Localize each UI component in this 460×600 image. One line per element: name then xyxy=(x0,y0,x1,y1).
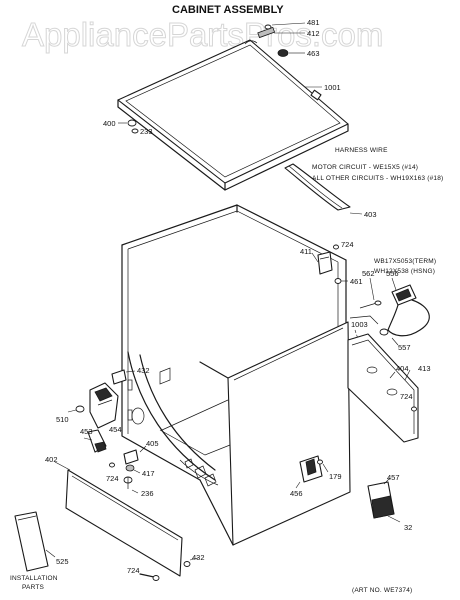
housing-part-number: WH12X538 (HSNG) xyxy=(374,268,435,275)
label-457: 457 xyxy=(387,473,400,482)
label-456: 456 xyxy=(290,489,303,498)
bracket-411 xyxy=(311,244,339,275)
label-481: 481 xyxy=(307,18,320,27)
screw-icon xyxy=(411,406,417,412)
screw-icon xyxy=(317,459,323,465)
label-402: 402 xyxy=(45,455,58,464)
bracket-456 xyxy=(295,455,323,489)
watermark-text: AppliancePartsPros.com xyxy=(22,16,383,53)
art-number: (ART NO. WE7374) xyxy=(352,587,412,594)
label-404: 404 xyxy=(396,364,409,373)
screw-icon xyxy=(131,128,139,134)
label-405: 405 xyxy=(146,439,159,448)
label-400: 400 xyxy=(103,119,116,128)
screw-724-bottom xyxy=(139,573,160,581)
label-1001: 1001 xyxy=(324,83,341,92)
label-556: 556 xyxy=(386,269,399,278)
label-454: 454 xyxy=(109,425,122,434)
installation-label-line2: PARTS xyxy=(22,584,45,591)
label-461: 461 xyxy=(350,277,363,286)
screw-icon xyxy=(334,278,342,284)
top-lid-part xyxy=(117,39,349,191)
harness-other-circuits: ALL OTHER CIRCUITS - WH19X163 (#18) xyxy=(312,175,443,182)
label-557: 557 xyxy=(398,343,411,352)
label-510: 510 xyxy=(56,415,69,424)
label-417: 417 xyxy=(142,469,155,478)
terminal-part-number: WB17X5053(TERM) xyxy=(374,258,436,265)
terminal-icon xyxy=(374,300,382,306)
label-724-d: 724 xyxy=(127,566,140,575)
lid-hinge-hardware xyxy=(257,22,306,57)
wire-harness-connector xyxy=(349,277,430,346)
screw-icon xyxy=(333,244,339,250)
plug-icon xyxy=(379,328,389,336)
installation-parts-bag xyxy=(14,511,56,572)
front-panel-strip-403 xyxy=(284,163,363,215)
label-1003: 1003 xyxy=(351,320,368,329)
hinge-bracket-part xyxy=(257,26,276,39)
label-179: 179 xyxy=(329,472,342,481)
label-32: 32 xyxy=(404,523,412,532)
harness-heading: HARNESS WIRE xyxy=(335,147,388,154)
screw-icon xyxy=(183,561,191,567)
label-562: 562 xyxy=(362,269,375,278)
label-525: 525 xyxy=(56,557,69,566)
label-412-top: 412 xyxy=(307,29,320,38)
switch-housing-454 xyxy=(67,382,119,429)
knob-453 xyxy=(83,429,107,453)
label-236: 236 xyxy=(141,489,154,498)
label-724-b: 724 xyxy=(400,392,413,401)
label-233: 233 xyxy=(140,127,153,136)
screw-icon xyxy=(264,24,272,30)
label-453: 453 xyxy=(80,427,93,436)
label-724-a: 724 xyxy=(341,240,354,249)
toe-kick-panel-402 xyxy=(54,461,199,577)
label-432-b: 432 xyxy=(192,553,205,562)
cabinet-body-part xyxy=(121,204,351,546)
clip-432 xyxy=(111,369,136,385)
lid-fastener-400 xyxy=(118,119,139,134)
diagram-title: CABINET ASSEMBLY xyxy=(172,4,284,16)
harness-motor-circuit: MOTOR CIRCUIT - WE15X5 (#14) xyxy=(312,164,418,171)
door-latch-405 xyxy=(123,445,147,494)
clip-icon xyxy=(127,119,137,127)
nut-icon xyxy=(277,49,289,57)
block-457 xyxy=(367,477,401,523)
screw-icon xyxy=(75,405,85,413)
screw-icon xyxy=(109,462,115,468)
screw-icon xyxy=(152,575,160,581)
label-432-a: 432 xyxy=(137,366,150,375)
label-411: 411 xyxy=(300,247,312,256)
label-403: 403 xyxy=(364,210,377,219)
label-463: 463 xyxy=(307,49,320,58)
label-413: 413 xyxy=(418,364,431,373)
label-724-c: 724 xyxy=(106,474,119,483)
rear-panel-413 xyxy=(347,333,419,443)
installation-label-line1: INSTALLATION xyxy=(10,575,58,582)
